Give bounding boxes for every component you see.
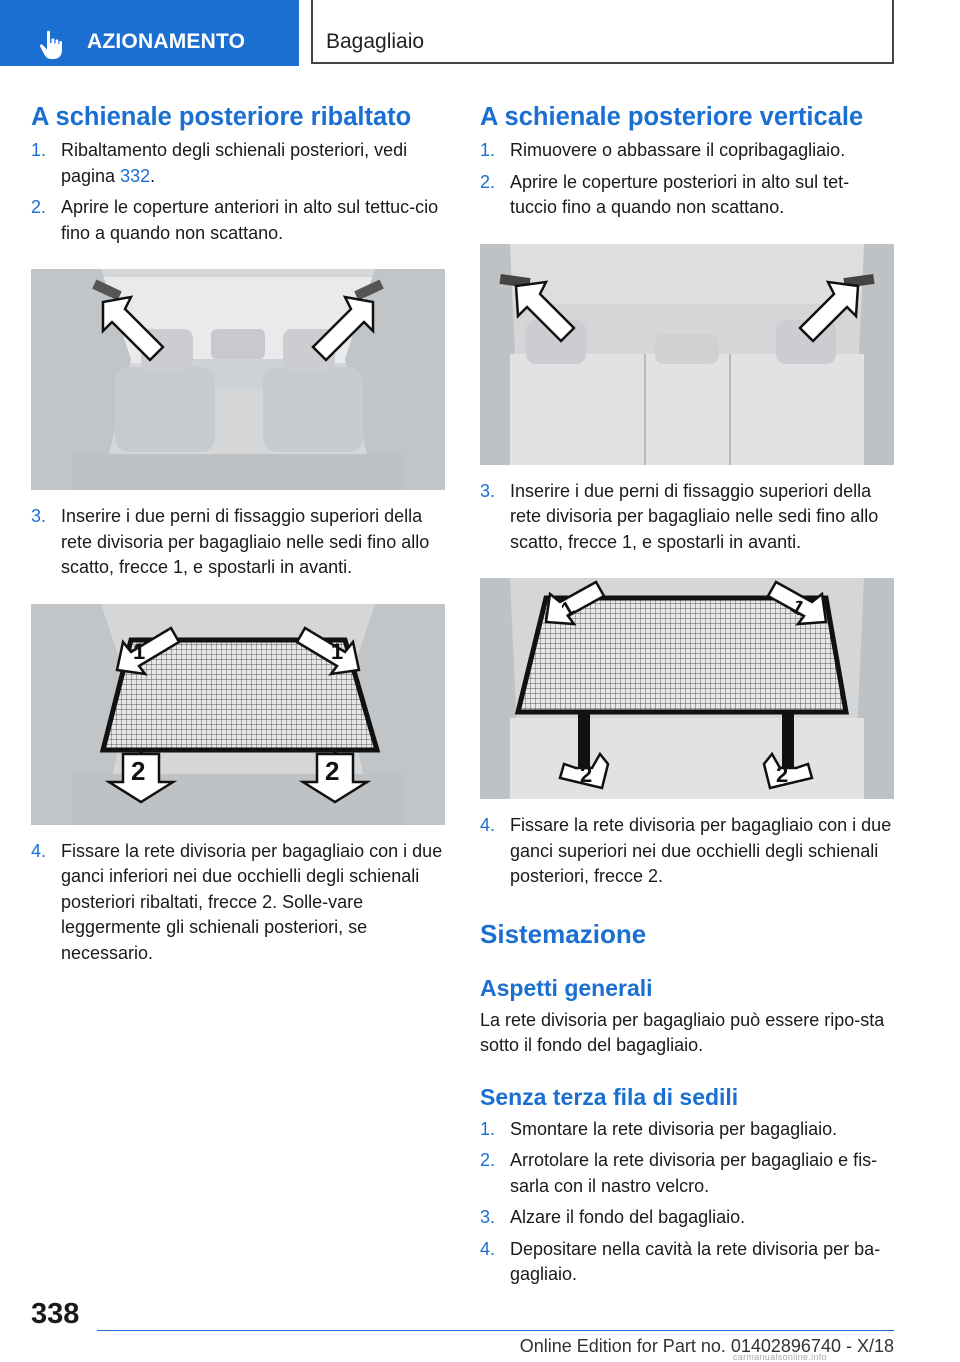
svg-text:1: 1	[331, 639, 343, 664]
steps-upright-3: 3.Inserire i due perni di fissaggio supe…	[480, 479, 894, 556]
section-label: AZIONAMENTO	[87, 30, 246, 53]
hand-pointer-icon	[40, 30, 62, 59]
steps-folded-3: 3.Inserire i due perni di fissaggio supe…	[31, 504, 445, 581]
svg-text:2: 2	[325, 756, 339, 786]
footer-divider	[97, 1330, 894, 1331]
section-title-upright: A schienale posteriore verticale	[480, 103, 864, 131]
svg-text:2: 2	[776, 762, 788, 787]
step-item: 3.Inserire i due perni di fissaggio supe…	[480, 480, 879, 552]
step-item: 4.Depositare nella cavità la rete diviso…	[480, 1238, 881, 1285]
figure-net-folded: 1 1 2 2	[31, 603, 445, 825]
chapter-tab: Bagagliaio	[311, 0, 894, 64]
subtitle-general: Aspetti generali	[480, 974, 653, 1001]
general-paragraph: La rete divisoria per bagagliaio può ess…	[480, 1009, 885, 1056]
step-item: 1.Rimuovere o abbassare il copribagaglia…	[480, 140, 846, 160]
step-item: 1.Ribaltamento degli schienali posterior…	[31, 140, 408, 186]
step-item: 2.Aprire le coperture posteriori in alto…	[480, 171, 850, 218]
right-column: A schienale posteriore verticale 1.Rimuo…	[480, 100, 894, 1288]
section-title-stowage: Sistemazione	[480, 918, 647, 949]
step-item: 4.Fissare la rete divisoria per bagaglia…	[31, 840, 443, 963]
steps-folded-1-2: 1.Ribaltamento degli schienali posterior…	[31, 138, 445, 246]
subtitle-no-third-row: Senza terza fila di sedili	[480, 1083, 739, 1110]
svg-text:2: 2	[131, 756, 145, 786]
step-item: 2.Arrotolare la rete divisoria per bagag…	[480, 1150, 878, 1196]
section-title-folded: A schienale posteriore ribaltato	[31, 103, 412, 131]
figure-open-covers-folded	[31, 269, 445, 490]
steps-stowage: 1.Smontare la rete divisoria per bagagli…	[480, 1117, 894, 1288]
edition-info: Online Edition for Part no. 01402896740 …	[519, 1336, 894, 1356]
step-item: 1.Smontare la rete divisoria per bagagli…	[480, 1118, 838, 1139]
steps-upright-1-2: 1.Rimuovere o abbassare il copribagaglia…	[480, 138, 894, 221]
figure-net-upright: 1 1 2 2	[480, 578, 894, 799]
svg-text:2: 2	[580, 762, 592, 787]
step-item: 4.Fissare la rete divisoria per bagaglia…	[480, 815, 892, 886]
page-link[interactable]: 332	[120, 165, 151, 186]
step-item: 3.Alzare il fondo del bagagliaio.	[480, 1207, 746, 1227]
steps-folded-4: 4.Fissare la rete divisoria per bagaglia…	[31, 839, 445, 967]
figure-open-covers-upright	[480, 243, 894, 465]
left-column: A schienale posteriore ribaltato 1.Ribal…	[31, 100, 445, 966]
steps-upright-4: 4.Fissare la rete divisoria per bagaglia…	[480, 813, 894, 890]
section-tab: AZIONAMENTO	[0, 0, 299, 66]
step-item: 3.Inserire i due perni di fissaggio supe…	[31, 506, 430, 577]
watermark-text: carmanualsonline.info	[733, 1352, 827, 1362]
page-number: 338	[31, 1298, 80, 1330]
chapter-label: Bagagliaio	[326, 30, 425, 53]
svg-text:1: 1	[133, 639, 145, 664]
step-item: 2.Aprire le coperture anteriori in alto …	[31, 197, 439, 243]
